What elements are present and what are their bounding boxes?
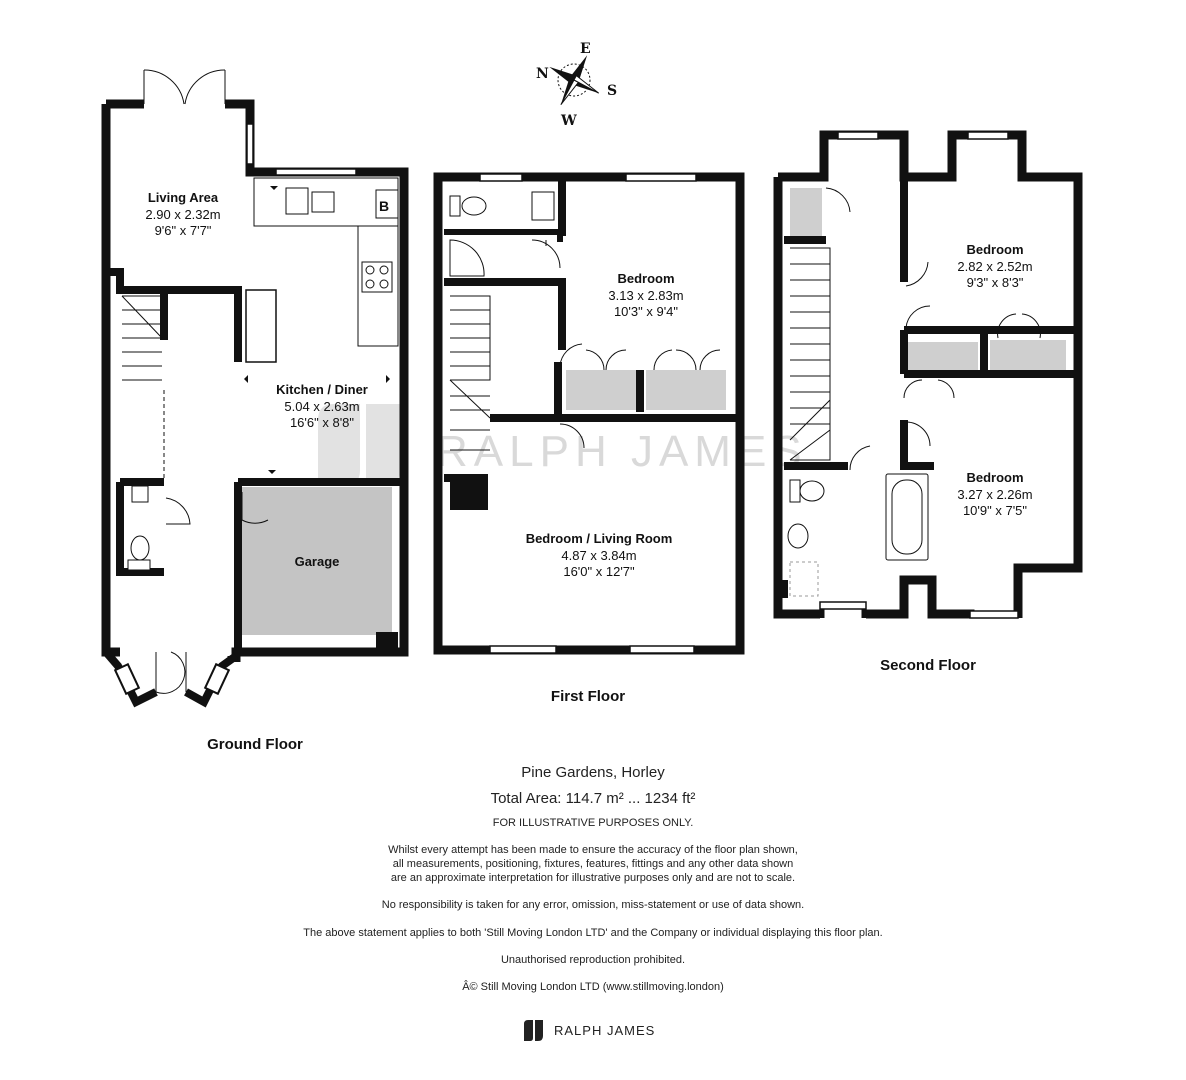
first-bedroom-name: Bedroom xyxy=(617,271,674,286)
second-bedroom2-imperial: 10'9" x 7'5" xyxy=(963,503,1027,518)
copyright-notice: Â© Still Moving London LTD (www.stillmov… xyxy=(462,981,724,993)
first-bedroom-imperial: 10'3" x 9'4" xyxy=(614,304,678,319)
first-living-name: Bedroom / Living Room xyxy=(526,531,673,546)
compass-e: E xyxy=(580,41,591,57)
second-floor-plan: Bedroom 2.82 x 2.52m 9'3" x 8'3" Bedroom… xyxy=(773,130,1083,674)
ground-kitchen-metric: 5.04 x 2.63m xyxy=(284,399,359,414)
second-wardrobe-1 xyxy=(908,342,978,374)
ground-living-metric: 2.90 x 2.32m xyxy=(145,207,220,222)
second-floor-label: Second Floor xyxy=(880,657,976,674)
ground-floor-label: Ground Floor xyxy=(207,736,303,753)
illustrative-notice: FOR ILLUSTRATIVE PURPOSES ONLY. xyxy=(492,817,694,829)
first-wardrobe-1 xyxy=(566,370,638,410)
compass-s: S xyxy=(607,83,617,99)
ground-living-imperial: 9'6" x 7'7" xyxy=(155,223,212,238)
disclaimer-line-3: are an approximate interpretation for il… xyxy=(390,872,796,884)
first-wardrobe-2 xyxy=(646,370,726,410)
statement-notice: The above statement applies to both 'Sti… xyxy=(303,927,883,939)
disclaimer-line-2: all measurements, positioning, fixtures,… xyxy=(392,858,794,870)
ground-kitchen-imperial: 16'6" x 8'8" xyxy=(290,415,354,430)
responsibility-notice: No responsibility is taken for any error… xyxy=(381,899,805,911)
disclaimer: Whilst every attempt has been made to en… xyxy=(0,843,1186,885)
second-cupboard xyxy=(790,188,822,236)
first-bedroom-metric: 3.13 x 2.83m xyxy=(608,288,683,303)
brand-logo: RALPH JAMES xyxy=(522,1017,655,1043)
ground-floor-plan: B Living Area 2.90 x 2.32m 9'6" x 7'7" K… xyxy=(101,69,409,753)
brand-name: RALPH JAMES xyxy=(554,1022,656,1038)
second-wardrobe-2 xyxy=(990,340,1066,374)
boiler-label: B xyxy=(379,198,389,214)
second-bedroom2-metric: 3.27 x 2.26m xyxy=(957,487,1032,502)
compass-rose-icon: N E S W xyxy=(536,41,617,129)
ground-living-name: Living Area xyxy=(148,190,219,205)
watermark-text: RALPH JAMES xyxy=(436,427,808,476)
first-floor-plan: Bedroom 3.13 x 2.83m 10'3" x 9'4" Bedroo… xyxy=(433,172,745,705)
property-title: Pine Gardens, Horley xyxy=(521,764,665,781)
disclaimer-line-1: Whilst every attempt has been made to en… xyxy=(388,844,798,856)
ground-garage-name: Garage xyxy=(295,554,340,569)
compass-n: N xyxy=(536,66,549,82)
garage-area xyxy=(242,487,392,635)
ground-kitchen-name: Kitchen / Diner xyxy=(276,382,368,397)
second-bedroom1-metric: 2.82 x 2.52m xyxy=(957,259,1032,274)
unauthorised-notice: Unauthorised reproduction prohibited. xyxy=(500,954,686,966)
second-bedroom1-name: Bedroom xyxy=(966,242,1023,257)
first-floor-label: First Floor xyxy=(551,688,625,705)
first-living-metric: 4.87 x 3.84m xyxy=(561,548,636,563)
compass-w: W xyxy=(560,113,577,129)
total-area: Total Area: 114.7 m² ... 1234 ft² xyxy=(490,790,696,807)
first-living-imperial: 16'0" x 12'7" xyxy=(563,564,635,579)
second-bedroom2-name: Bedroom xyxy=(966,470,1023,485)
brand-logo-icon xyxy=(524,1020,543,1041)
second-bedroom1-imperial: 9'3" x 8'3" xyxy=(967,275,1024,290)
